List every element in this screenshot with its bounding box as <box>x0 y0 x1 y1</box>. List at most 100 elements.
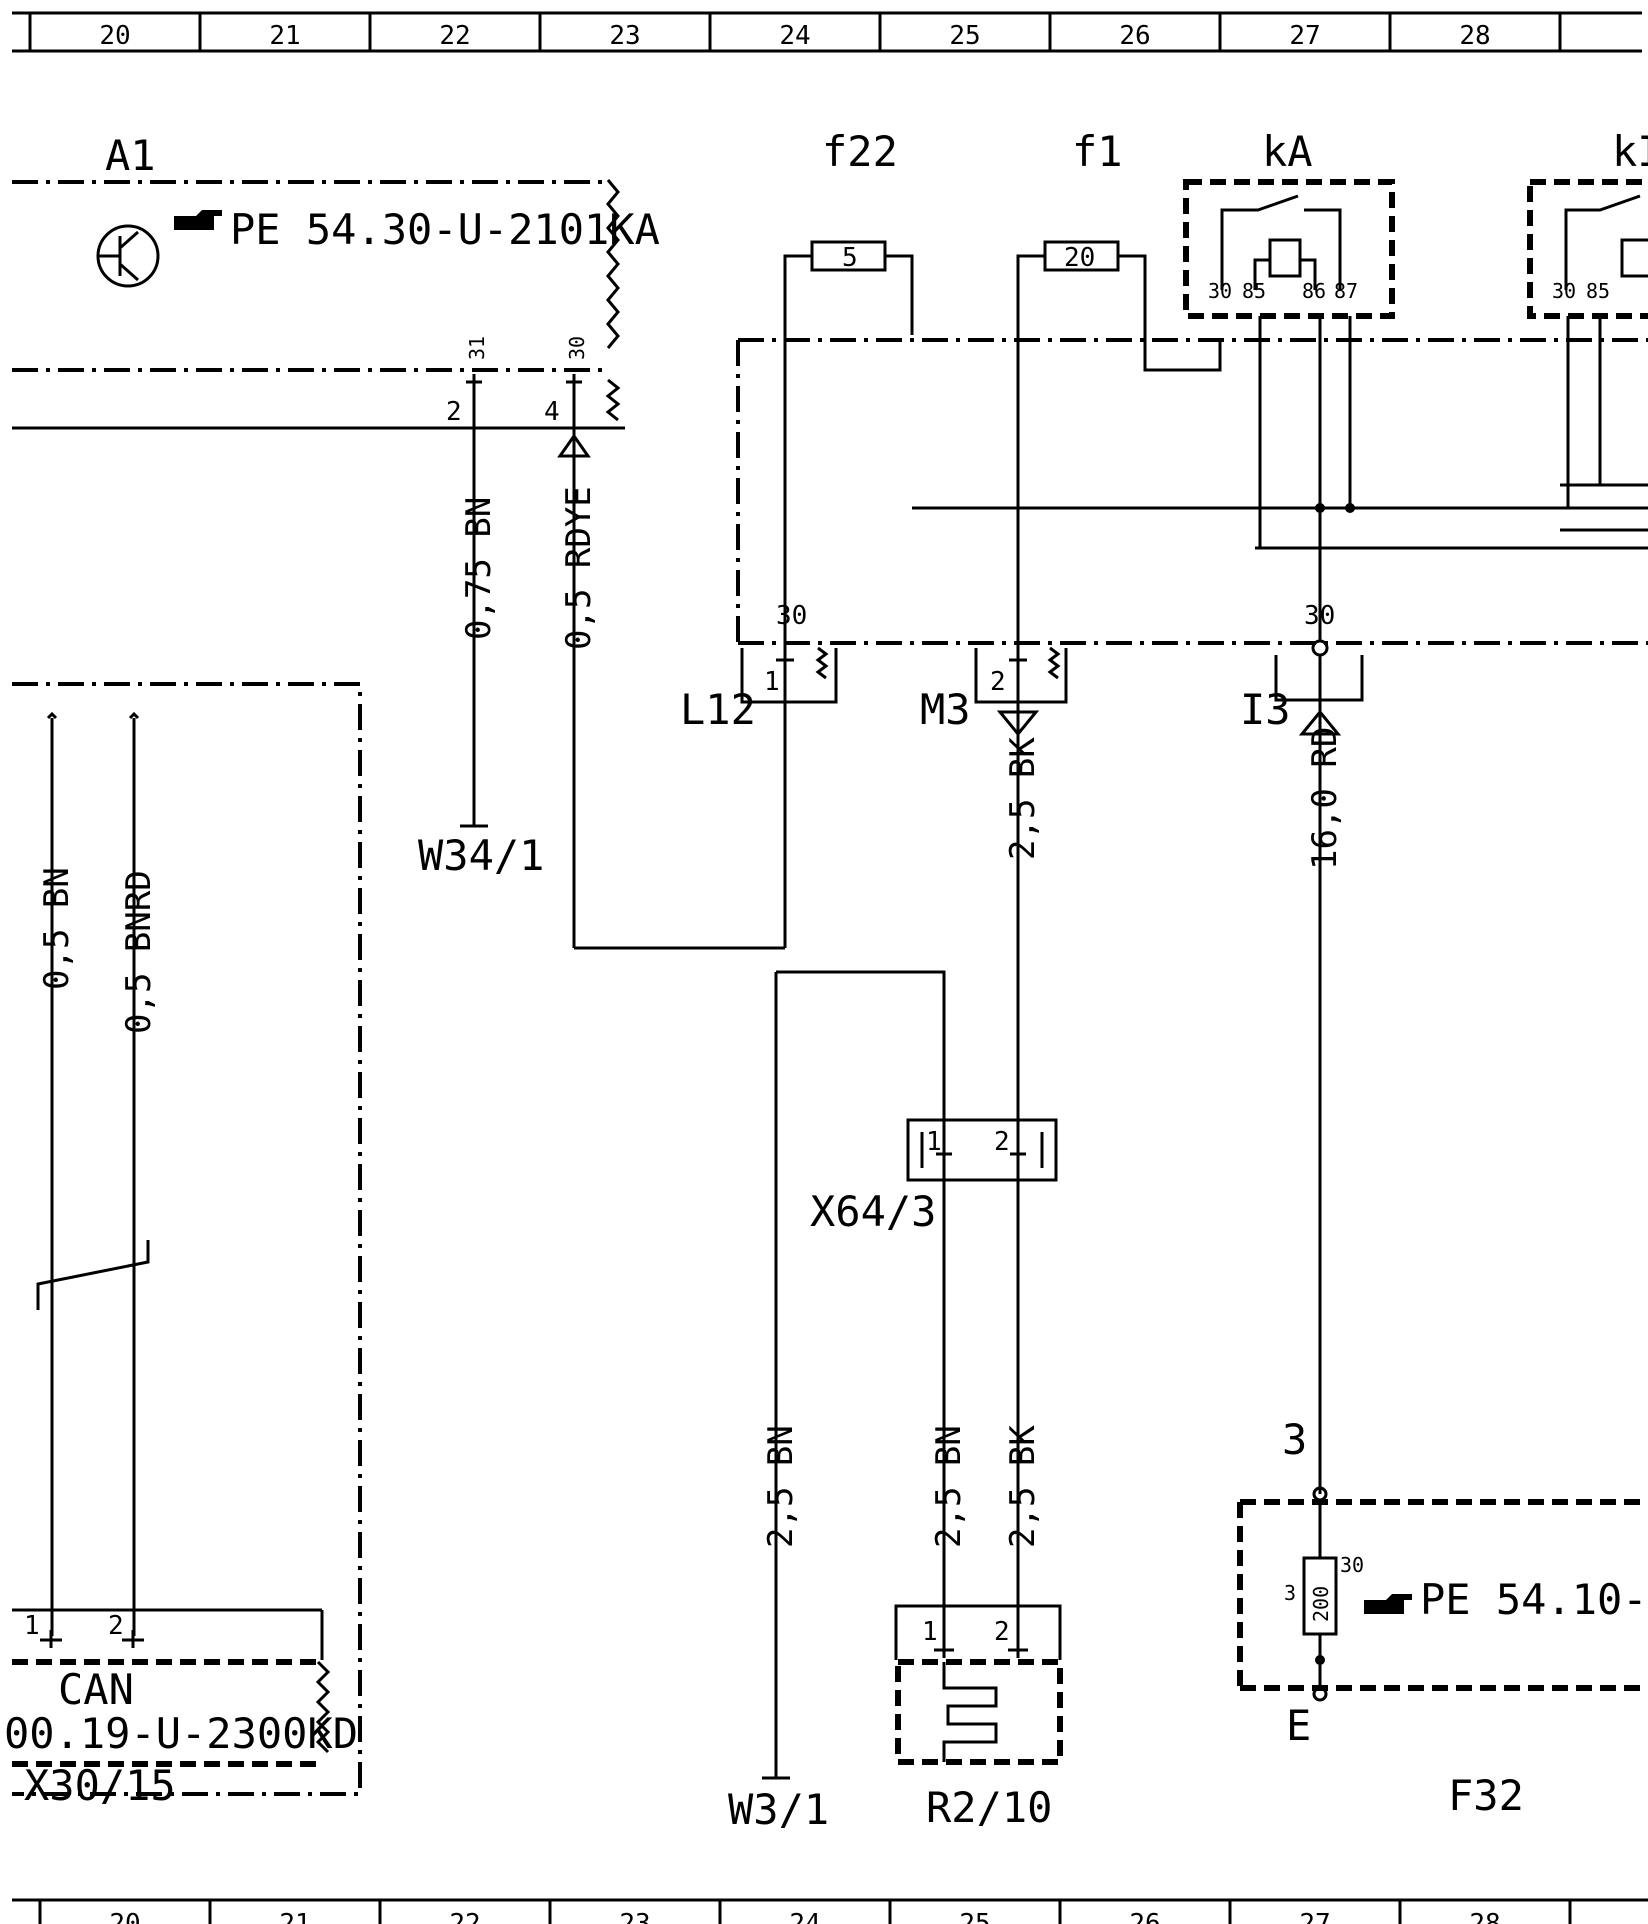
relay-ka: kA 30 85 86 87 <box>1183 127 1395 640</box>
wire-label-2-5-bk-b: 2,5 BK <box>1003 1425 1043 1548</box>
x64-pin-2: 2 <box>994 1127 1010 1157</box>
grid-label-bottom-8: 28 <box>1469 1909 1500 1924</box>
x30-label: X30/15 <box>24 1761 176 1810</box>
wire-label-2-5-bn-b: 2,5 BN <box>929 1425 969 1548</box>
grid-label-top-1: 21 <box>269 21 300 51</box>
ka-label: kA <box>1262 127 1313 176</box>
wire-2-5-bn-b: 2,5 BN <box>929 1425 969 1648</box>
i3-label: I3 <box>1240 685 1291 734</box>
grid-label-top-0: 20 <box>99 21 130 51</box>
l12-label: L12 <box>680 685 756 734</box>
m3-label: M3 <box>920 685 971 734</box>
grid-label-top-6: 26 <box>1119 21 1150 51</box>
wire-0-75-bn: 0,75 BN <box>459 394 499 828</box>
a1-pin-31: 31 <box>465 336 489 360</box>
grid-ruler-bottom: 20 21 22 23 24 25 26 27 28 <box>12 1898 1648 1924</box>
ka-pin-87: 87 <box>1334 279 1358 303</box>
ka-pin-85: 85 <box>1242 279 1266 303</box>
x64-label: X64/3 <box>810 1187 936 1236</box>
ground-arrow-icon <box>1298 709 1342 736</box>
relay-coil-icon <box>1620 238 1648 278</box>
wire-label-0-75-bn: 0,75 BN <box>459 497 499 640</box>
wire-0-5-rdye: 0,5 RDYE <box>557 394 785 950</box>
i3-pin: 30 <box>1304 601 1335 631</box>
component-m3: 2 M3 2,5 BK <box>920 340 1068 1430</box>
f32-reference: PE 54.10-U <box>1420 1575 1648 1624</box>
f32-label: F32 <box>1448 1771 1524 1820</box>
grid-label-bottom-1: 21 <box>279 1909 310 1924</box>
can-label: CAN <box>58 1665 134 1714</box>
component-f32: 3 200 3 30 E PE 54.10-U F32 <box>1237 1415 1648 1820</box>
f22-label: f22 <box>822 127 898 176</box>
wire-label-16-0-rd: 16,0 RD <box>1305 727 1345 870</box>
fuse-f22: f22 5 <box>783 127 914 335</box>
fuse-icon <box>810 240 887 272</box>
wire-2-5-bn-a: 2,5 BN <box>761 1425 801 1780</box>
f32-rating: 200 <box>1309 1586 1333 1622</box>
grid-label-bottom-6: 26 <box>1129 1909 1160 1924</box>
r2-pin-2: 2 <box>994 1617 1010 1647</box>
fuse-relay-box <box>736 338 1648 645</box>
r2-label: R2/10 <box>926 1783 1052 1832</box>
a1-pin-30: 30 <box>565 336 589 360</box>
transistor-icon <box>96 224 160 288</box>
wire-label-0-5-rdye: 0,5 RDYE <box>559 486 599 650</box>
grid-label-bottom-0: 20 <box>109 1909 140 1924</box>
l12-term: 1 <box>764 667 780 697</box>
ki-pin-85: 85 <box>1586 279 1610 303</box>
relay-coil-icon <box>1268 238 1302 278</box>
heating-element-icon <box>942 1662 998 1762</box>
f22-rating: 5 <box>842 243 858 273</box>
wire-label-2-5-bn-a: 2,5 BN <box>761 1425 801 1548</box>
f1-label: f1 <box>1072 127 1123 176</box>
ka-pin-30: 30 <box>1208 279 1232 303</box>
component-can: 0,5 BN 0,5 BNRD 1 2 CAN 00.19-U-2300KD X… <box>4 682 362 1810</box>
grid-label-bottom-5: 25 <box>959 1909 990 1924</box>
grid-label-top-4: 24 <box>779 21 810 51</box>
f32-pin-30: 30 <box>1340 1553 1364 1577</box>
m3-term: 2 <box>990 667 1006 697</box>
grid-label-bottom-7: 27 <box>1299 1909 1330 1924</box>
relay-ki: kI 30 85 <box>1527 127 1648 508</box>
component-r2: 1 2 R2/10 <box>894 1604 1063 1832</box>
grid-label-bottom-2: 22 <box>449 1909 480 1924</box>
wire-label-0-5-bnrd: 0,5 BNRD <box>119 870 159 1034</box>
ki-label: kI <box>1612 127 1648 176</box>
component-l12: 30 1 L12 <box>680 335 838 948</box>
grid-label-top-2: 22 <box>439 21 470 51</box>
a1-term-2: 2 <box>446 397 462 427</box>
grid-label-top-8: 28 <box>1459 21 1490 51</box>
pointing-hand-icon <box>1364 1594 1412 1614</box>
w34-label: W34/1 <box>418 831 544 880</box>
f32-pin-3: 3 <box>1284 1581 1296 1605</box>
f1-rating: 20 <box>1064 243 1095 273</box>
ground-arrow-icon <box>996 710 1040 737</box>
grid-label-top-3: 23 <box>609 21 640 51</box>
connector-icon <box>466 374 582 394</box>
grid-label-bottom-4: 24 <box>789 1909 820 1924</box>
fuse-f1: f1 20 <box>1016 127 1222 372</box>
can-pin-2: 2 <box>108 1611 124 1641</box>
can-pin-1: 1 <box>24 1611 40 1641</box>
grid-ruler-top: 20 21 22 23 24 25 26 27 28 <box>12 11 1642 53</box>
l12-pin: 30 <box>776 601 807 631</box>
grid-label-top-5: 25 <box>949 21 980 51</box>
pointing-hand-icon <box>174 210 222 230</box>
f32-terminal-top: 3 <box>1282 1415 1307 1464</box>
x64-pin-1: 1 <box>926 1127 942 1157</box>
ki-pin-30: 30 <box>1552 279 1576 303</box>
r2-pin-1: 1 <box>922 1617 938 1647</box>
grid-label-top-7: 27 <box>1289 21 1320 51</box>
component-i3: 30 I3 16,0 RD <box>1240 601 1364 1494</box>
grid-label-bottom-3: 23 <box>619 1909 650 1924</box>
connector-x64: 1 2 X64/3 <box>774 970 1058 1432</box>
a1-term-4: 4 <box>544 397 560 427</box>
wire-label-2-5-bk-top: 2,5 BK <box>1003 737 1043 860</box>
component-a1: A1 PE 54.30-U-2101KA 31 30 2 4 <box>12 131 660 430</box>
w3-label: W3/1 <box>728 1785 829 1834</box>
can-reference: 00.19-U-2300KD <box>4 1709 358 1758</box>
ka-pin-86: 86 <box>1302 279 1326 303</box>
fuse-icon <box>1043 240 1120 272</box>
a1-label: A1 <box>105 131 156 180</box>
